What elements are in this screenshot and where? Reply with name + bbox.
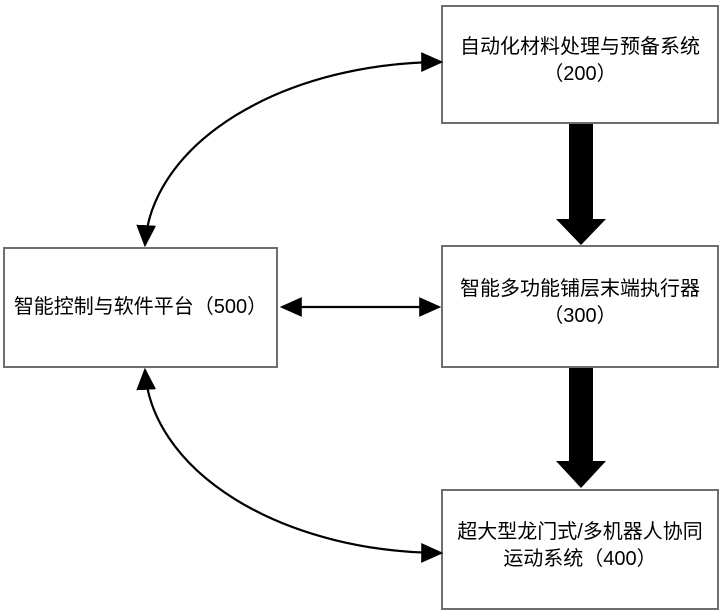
box-layup-end-effector-300: 智能多功能铺层末端执行器 （300） (441, 245, 719, 368)
box-label-number: （200） (543, 62, 617, 85)
box-label: 智能控制与软件平台（500） (13, 296, 268, 318)
arrow-platform-gantry-curved (136, 367, 444, 563)
box-gantry-motion-system-400: 超大型龙门式/多机器人协同 运动系统（400） (441, 489, 719, 610)
box-label: 自动化材料处理与预备系统 (460, 35, 700, 58)
box-label: 超大型龙门式/多机器人协同 (457, 520, 703, 543)
arrow-materials-effector-thick (556, 124, 606, 245)
box-materials-system-200: 自动化材料处理与预备系统 （200） (441, 5, 719, 124)
box-label-number: （300） (543, 304, 617, 327)
box-control-software-platform-500: 智能控制与软件平台（500） (3, 247, 278, 368)
box-label: 智能多功能铺层末端执行器 (460, 277, 700, 300)
box-label-number: 运动系统（400） (503, 547, 657, 570)
arrow-platform-materials-curved (136, 52, 444, 248)
arrow-effector-gantry-thick (556, 368, 606, 488)
